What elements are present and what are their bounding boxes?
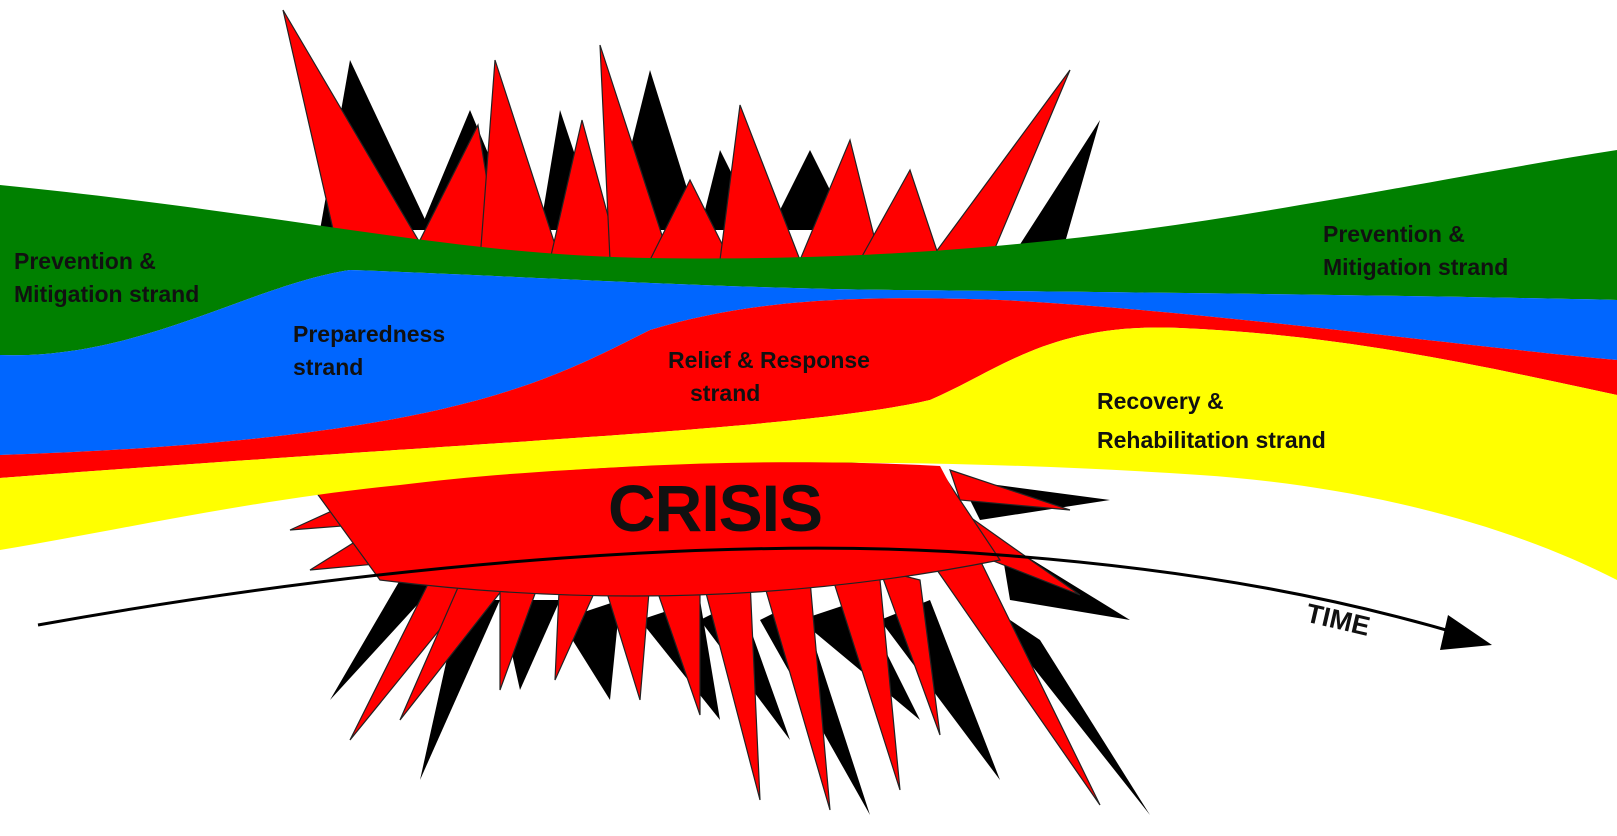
prevention-label-left: Prevention & Mitigation strand [14,245,199,312]
relief-strand-band [0,298,1617,478]
preparedness-label-line2: strand [293,354,364,381]
preparedness-label: Preparedness strand [293,318,445,385]
prevention-strand-band [0,150,1617,356]
preparedness-strand-band [0,270,1617,455]
recovery-strand-band [0,327,1617,580]
time-arrow-head [1440,615,1492,650]
preparedness-label-line1: Preparedness [293,321,446,347]
crisis-label: CRISIS [608,471,823,545]
relief-label: Relief & Response strand [668,344,870,411]
prevention-label-right: Prevention & Mitigation strand [1323,218,1508,285]
prevention-label-right-line2: Mitigation strand [1323,254,1509,281]
prevention-label-left-line2: Mitigation strand [14,281,200,308]
prevention-label-right-line1: Prevention & [1323,221,1465,247]
recovery-label-line1: Recovery & [1097,388,1224,414]
recovery-label-line2: Rehabilitation strand [1097,427,1326,454]
time-arrow-line [37,546,1481,642]
relief-label-line1: Relief & Response [668,347,870,373]
crisis-burst-core [420,462,990,593]
prevention-label-left-line1: Prevention & [14,248,156,274]
relief-label-line2: strand [690,380,761,407]
recovery-label: Recovery & Rehabilitation strand [1097,385,1326,458]
